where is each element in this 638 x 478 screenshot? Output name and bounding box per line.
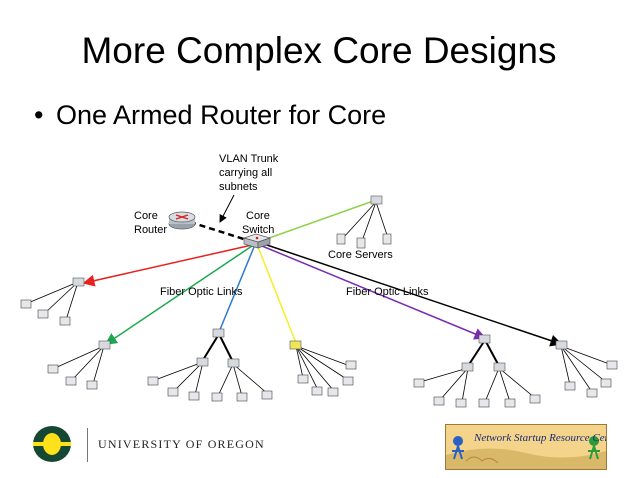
vlan-trunk-label: VLAN Trunk carrying all subnets (219, 153, 281, 193)
computer-icon (504, 398, 516, 408)
link-dist-purple-right (484, 339, 500, 367)
switch-icon-purple-right (493, 362, 506, 372)
link-dist-blue-left (202, 333, 220, 361)
computer-icon (167, 387, 179, 397)
core-router-line: Router (134, 224, 167, 236)
link-purple (261, 245, 487, 340)
fiber-links-label-right: Fiber Optic Links (346, 286, 429, 298)
computer-icon (261, 390, 273, 400)
vlan-trunk-line: carrying all (219, 167, 272, 179)
switch-icon-green (98, 340, 111, 350)
link-green (104, 245, 253, 345)
switch-icon-black (555, 340, 568, 350)
nsrc-banner-text: Network Startup Resource Center (474, 432, 606, 444)
computer-icon (65, 376, 77, 386)
core-servers-label: Core Servers (328, 249, 393, 261)
switch-icon-blue-left (196, 357, 209, 367)
link-red (82, 244, 253, 287)
computer-icon (478, 398, 490, 408)
host-icons (20, 233, 618, 408)
computer-icon (188, 391, 200, 401)
core-switch-label: Core Switch (242, 210, 274, 236)
computer-icon (586, 388, 598, 398)
link-yellow (257, 246, 297, 344)
uo-logo (33, 426, 71, 462)
computer-icon (455, 398, 467, 408)
switch-icon-red (72, 277, 85, 287)
bullet-item: • One Armed Router for Core (34, 100, 386, 131)
computer-icon (433, 396, 445, 406)
fiber-links-label-left: Fiber Optic Links (160, 286, 243, 298)
link-dist-blue-right (218, 333, 234, 363)
switch-icon-yellow (289, 340, 302, 350)
host-wires (27, 201, 613, 403)
computer-icon (606, 360, 618, 370)
router-icon (168, 211, 196, 230)
computer-icon (311, 386, 323, 396)
computer-icon (59, 316, 71, 326)
vlan-trunk-link (189, 220, 251, 243)
computer-icon (20, 299, 32, 309)
switch-icon-purple-left (461, 362, 474, 372)
core-switch-line: Core (246, 210, 270, 222)
slide-title: More Complex Core Designs (81, 30, 557, 71)
vlan-trunk-line: subnets (219, 181, 258, 193)
vlan-trunk-pointer (219, 194, 235, 223)
link-black (263, 243, 563, 347)
computer-icon (147, 376, 159, 386)
link-blue (218, 246, 255, 333)
switch-icon-purple-dist (478, 334, 491, 344)
switch-icon-blue-dist (212, 328, 225, 338)
university-name: UNIVERSITY OF OREGON (98, 437, 265, 451)
computer-icon (529, 394, 541, 404)
switch-icon-core-servers (370, 195, 383, 205)
computer-icon (236, 392, 248, 402)
core-switch-icon (242, 233, 272, 249)
computer-icon (413, 378, 425, 388)
nsrc-map-art (446, 436, 606, 469)
computer-icon (47, 364, 59, 374)
computer-icon (564, 381, 576, 391)
computer-icon (211, 392, 223, 402)
computer-icon (342, 376, 354, 386)
core-router-label: Core Router (134, 210, 167, 236)
core-router-line: Core (134, 210, 158, 222)
computer-icon (86, 380, 98, 390)
switch-icons (72, 195, 568, 372)
computer-icon (297, 374, 309, 384)
bullet-dot: • (34, 100, 44, 130)
server-icon (336, 233, 346, 245)
vlan-trunk-line: VLAN Trunk (219, 153, 279, 165)
link-core-servers (257, 199, 377, 243)
core-switch-line: Switch (242, 224, 274, 236)
link-dist-purple-left (467, 339, 486, 367)
bullet-text: One Armed Router for Core (56, 100, 387, 130)
server-icon (382, 233, 392, 245)
footer-divider (87, 428, 88, 462)
switch-icon-blue-right (227, 358, 240, 368)
computer-icon (37, 309, 49, 319)
computer-icon (345, 360, 357, 370)
nsrc-banner: Network Startup Resource Center (445, 424, 607, 470)
computer-icon (327, 387, 339, 397)
server-icon (356, 237, 366, 249)
computer-icon (600, 378, 612, 388)
